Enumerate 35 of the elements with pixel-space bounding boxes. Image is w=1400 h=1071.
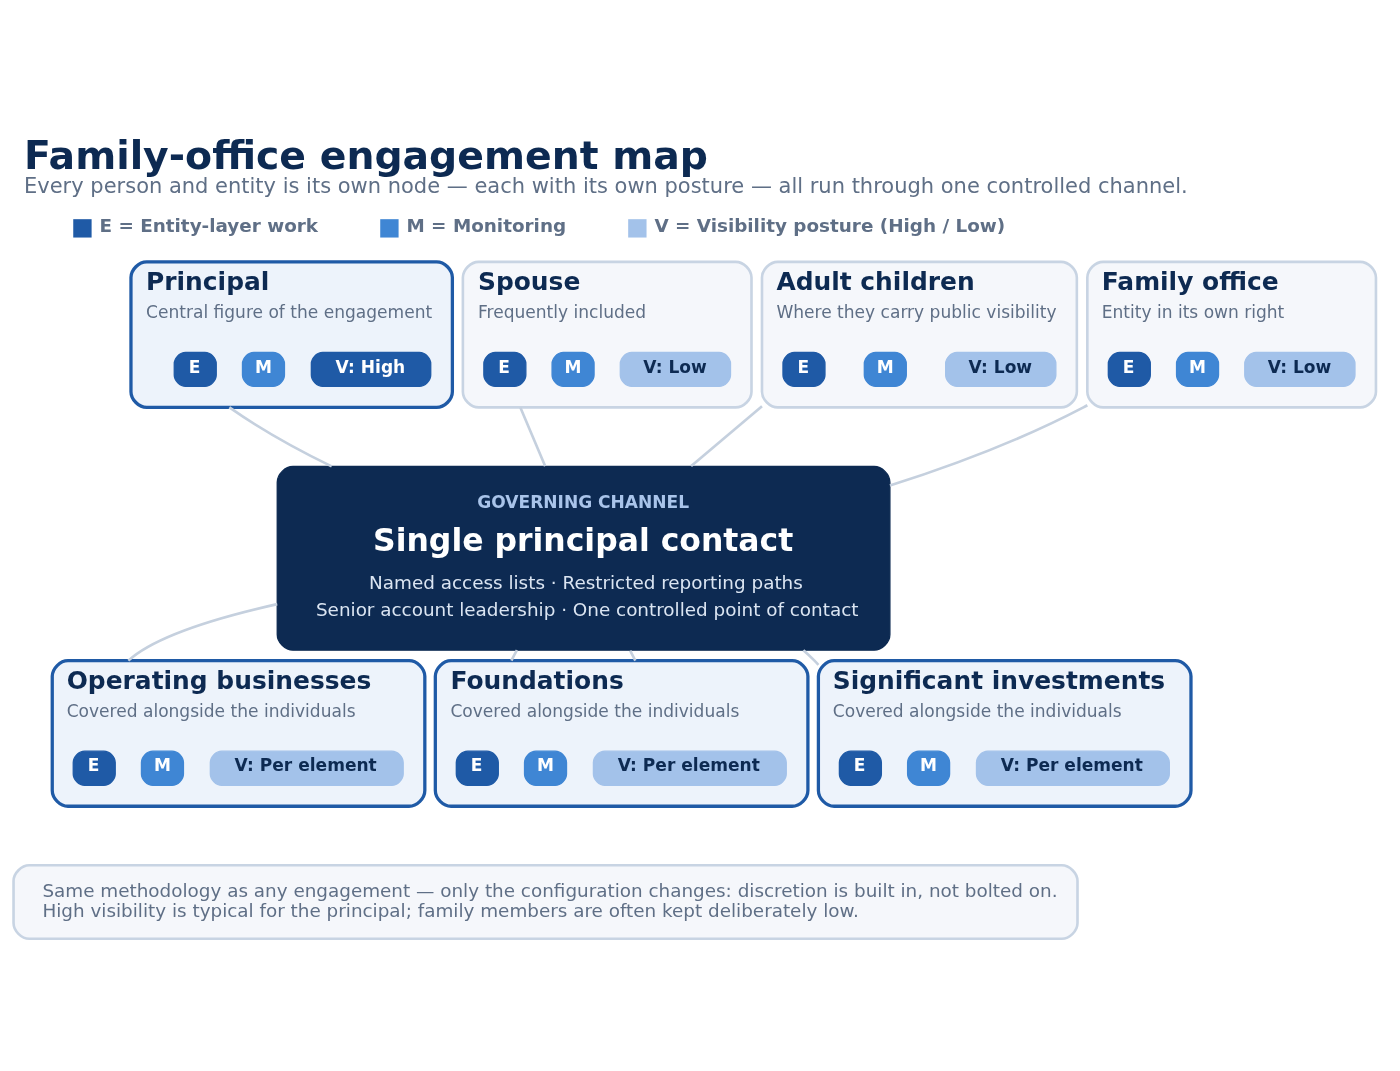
node-box: M	[241, 351, 286, 387]
node-box: V: Low	[1244, 351, 1356, 387]
node-box: E	[173, 351, 217, 387]
node-box: V: Per element	[209, 750, 404, 786]
node-box: GOVERNING CHANNEL Single principal contact Named access lists · Restricted reporting paths Senior account leadership · One controlled point of contact	[276, 465, 891, 651]
node-box: M	[551, 351, 595, 387]
connector	[629, 649, 637, 661]
node-box: E	[483, 351, 527, 387]
node-box: M	[906, 750, 951, 786]
connector	[127, 602, 278, 662]
node-box: M	[1175, 351, 1220, 387]
node-box: E	[782, 351, 826, 387]
node-box: E	[838, 750, 883, 786]
node-box: Same methodology as any engagement — only the configuration changes: discretion is built in, not bolted on. High visibility is typical for the principal; family members are often kept deliberately low.	[12, 863, 1079, 940]
node-box: M	[523, 750, 568, 786]
diagram-title: Family-office engagement map	[24, 131, 708, 178]
legend-label: V = Visibility posture (High / Low)	[654, 214, 1006, 236]
connector	[510, 649, 519, 661]
node-box: V: Per element	[975, 750, 1170, 786]
node-box: M	[863, 351, 907, 387]
legend-label: E = Entity-layer work	[99, 214, 319, 236]
legend-label: M = Monitoring	[406, 214, 567, 236]
node-box: E	[1107, 351, 1151, 387]
node-box: V: Low	[945, 351, 1057, 387]
node-box: E	[455, 750, 499, 786]
node-box: V: Per element	[592, 750, 787, 786]
connector	[519, 406, 547, 467]
connector	[228, 405, 333, 468]
node-box: M	[140, 750, 185, 786]
node-box: V: High	[310, 351, 432, 387]
connector	[802, 648, 820, 666]
connector	[690, 404, 763, 467]
node-box: V: Low	[619, 351, 732, 387]
connector	[889, 403, 1088, 487]
node-box: E	[72, 750, 116, 786]
